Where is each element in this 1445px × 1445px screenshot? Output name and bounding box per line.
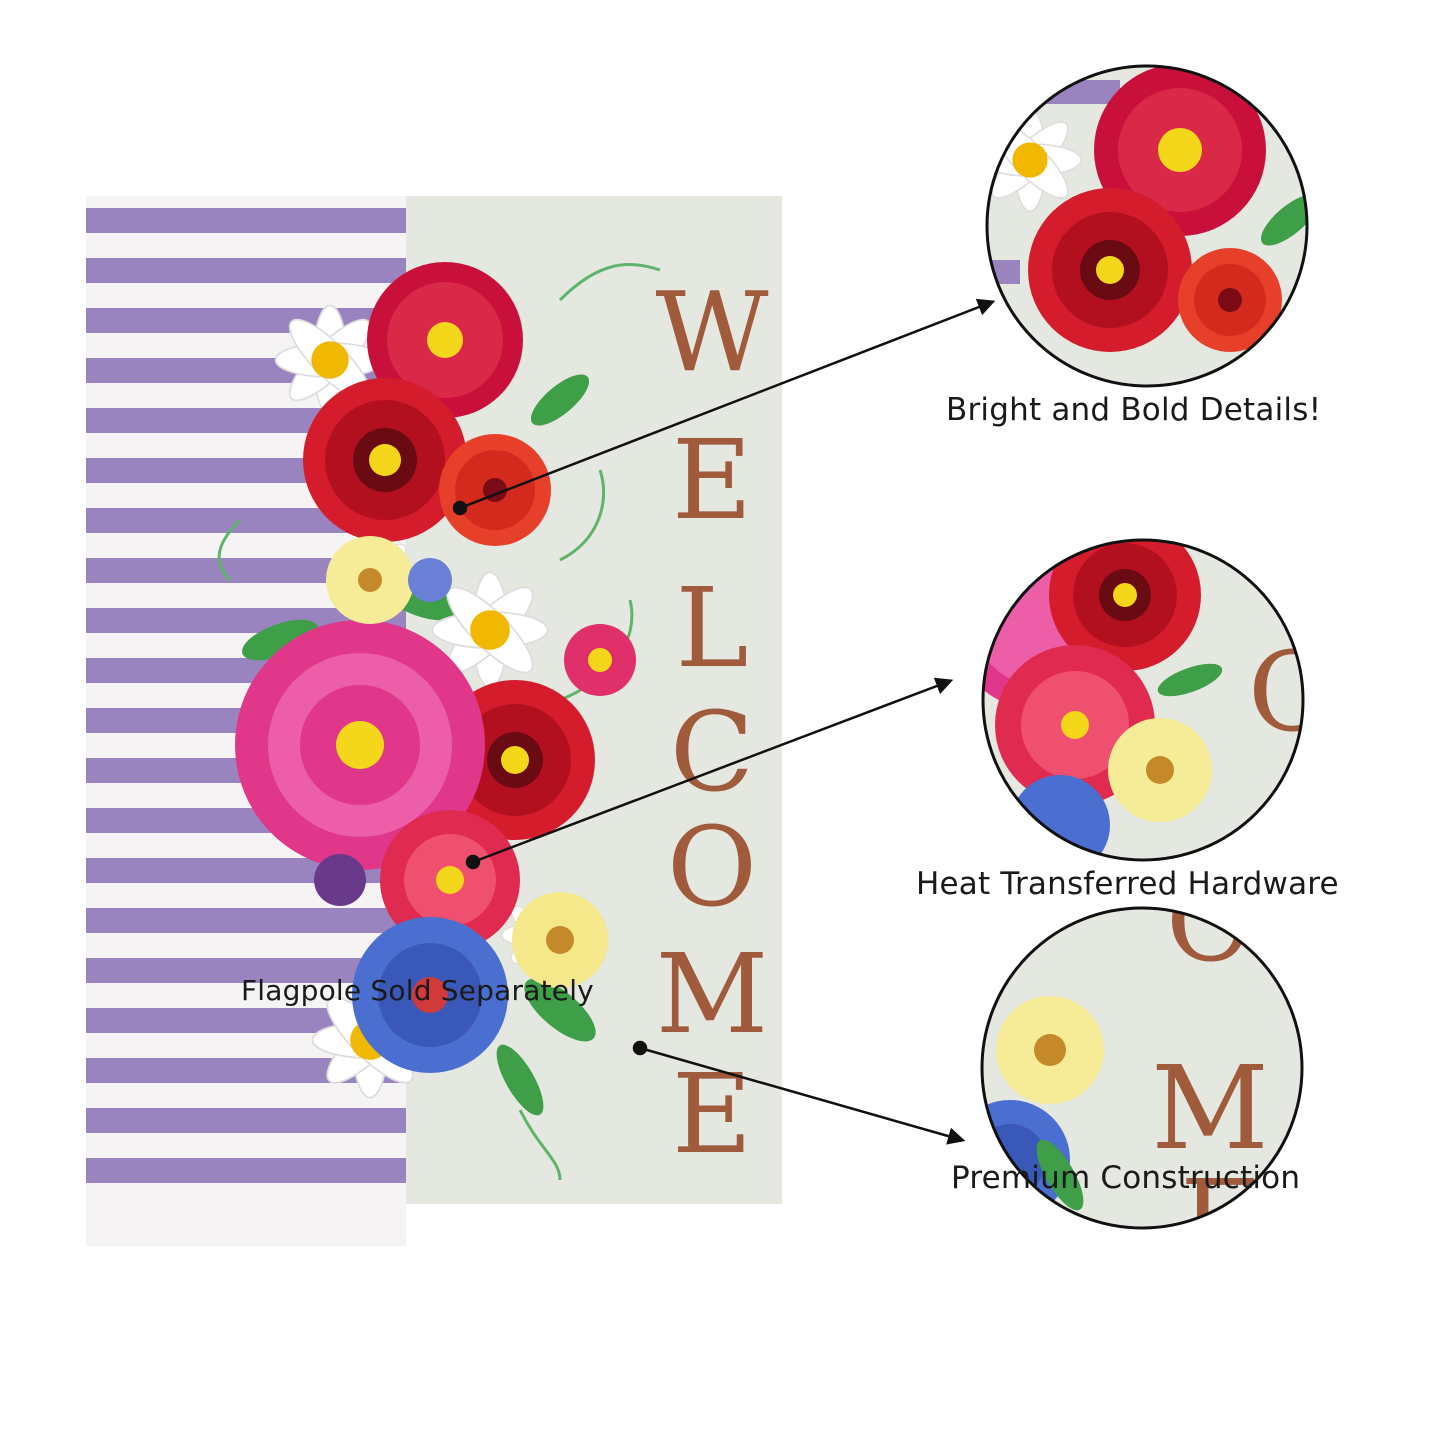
pointer-line-2 — [472, 677, 954, 864]
zoom-letter-c: C — [1248, 628, 1332, 756]
welcome-letter-e2: E — [672, 1050, 752, 1178]
stripe — [86, 258, 406, 283]
welcome-letter-e: E — [672, 416, 752, 544]
zoom-circle-heat-transfer: C — [981, 538, 1332, 862]
pointer-line-1 — [459, 298, 996, 510]
stripe — [86, 958, 406, 983]
stripe — [86, 208, 406, 233]
welcome-letter-o: O — [667, 803, 757, 931]
pointer-dot-3 — [632, 1040, 648, 1056]
callout-label-premium-construction: Premium Construction — [951, 1160, 1301, 1196]
pointer-dot-1 — [452, 500, 468, 516]
garden-flag: W E L C O M E — [86, 196, 782, 1246]
welcome-letter-c: C — [670, 688, 754, 816]
stripe — [86, 1108, 406, 1133]
zoom-circle-bright-details — [985, 64, 1309, 388]
welcome-letter-l: L — [675, 564, 748, 692]
flagpole-note: Flagpole Sold Separately — [241, 974, 594, 1007]
welcome-lettering: W E L C O M E — [655, 268, 768, 1178]
callout-pointers — [452, 298, 996, 1145]
pointer-line-3 — [639, 1046, 966, 1145]
flower-bouquet — [235, 262, 636, 1116]
zoom-letter-m: M — [1151, 1042, 1269, 1176]
callout-label-bright-details: Bright and Bold Details! — [946, 392, 1322, 428]
stripe — [86, 1158, 406, 1183]
pointer-dot-2 — [465, 854, 481, 870]
stripe — [86, 908, 406, 933]
welcome-letter-w: W — [655, 268, 768, 396]
welcome-letter-m: M — [656, 930, 769, 1058]
callout-label-heat-transfer: Heat Transferred Hardware — [916, 866, 1339, 902]
zoom-circle-premium-construction: M E C — [980, 906, 1304, 1230]
